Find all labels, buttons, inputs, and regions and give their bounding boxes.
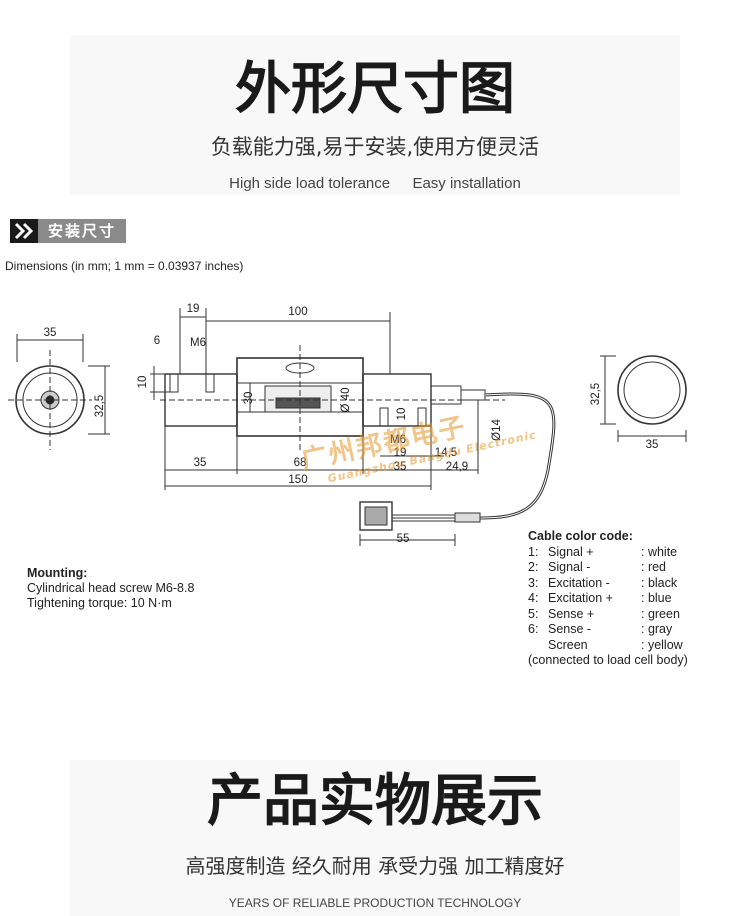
dim-68: 68 bbox=[294, 457, 307, 469]
cable-row: 4: Excitation + : blue bbox=[528, 591, 688, 607]
header-band-bottom bbox=[70, 760, 680, 916]
cable-num: 1: bbox=[528, 544, 539, 559]
dimensions-note: Dimensions (in mm; 1 mm = 0.03937 inches… bbox=[5, 259, 244, 273]
dim-24-9: 24,9 bbox=[446, 461, 468, 473]
mounting-line: Cylindrical head screw M6-8.8 bbox=[27, 581, 195, 595]
mounting-line: Tightening torque: 10 N·m bbox=[27, 596, 172, 610]
page-title: 外形尺寸图 bbox=[235, 57, 515, 122]
label-m6-top: M6 bbox=[190, 337, 206, 349]
cable-color: : gray bbox=[641, 622, 673, 636]
cable-signal: Screen bbox=[548, 637, 588, 652]
dim-14: Ø14 bbox=[491, 419, 503, 441]
cable-color: : white bbox=[641, 544, 678, 559]
dim-6: 6 bbox=[154, 335, 160, 347]
load-cell-side-view bbox=[150, 308, 505, 490]
product-title: 产品实物展示 bbox=[207, 769, 543, 834]
header-band-top bbox=[70, 35, 680, 195]
cable bbox=[359, 392, 556, 546]
section-tag: 安装尺寸 bbox=[10, 219, 127, 243]
cable-signal: Signal - bbox=[548, 560, 591, 574]
cable-signal: Sense - bbox=[548, 622, 592, 636]
mounting-heading: Mounting: bbox=[27, 566, 88, 580]
right-end-view bbox=[600, 355, 687, 442]
dim-150: 150 bbox=[288, 474, 307, 486]
dimension-drawing: 35 32,5 6 M6 10 19 100 30 Ø 40 10 M6 Ø14… bbox=[8, 303, 687, 546]
cable-row: 6: Sense - : gray bbox=[528, 622, 688, 638]
dimension-labels: 35 32,5 6 M6 10 19 100 30 Ø 40 10 M6 Ø14… bbox=[44, 303, 659, 545]
cable-row: Screen : yellow bbox=[528, 638, 688, 654]
dim-35-bottom: 35 bbox=[194, 457, 207, 469]
cable-row: 2: Signal - : red bbox=[528, 560, 688, 576]
dim-32-5-left: 32,5 bbox=[94, 395, 106, 417]
cable-row: 5: Sense + : green bbox=[528, 607, 688, 623]
dim-100: 100 bbox=[288, 306, 307, 318]
cable-color: : red bbox=[641, 560, 667, 574]
cable-row: 1: Signal + : white bbox=[528, 545, 688, 561]
label-m6-bottom: M6 bbox=[390, 434, 406, 446]
product-subtitle: 高强度制造 经久耐用 承受力强 加工精度好 bbox=[185, 854, 565, 878]
dim-14-5: 14,5 bbox=[435, 447, 457, 459]
tagline-right: Easy installation bbox=[412, 175, 521, 192]
cable-color: : black bbox=[641, 575, 678, 590]
cable-signal: Signal + bbox=[548, 544, 594, 559]
dim-35-left: 35 bbox=[44, 327, 57, 339]
english-tagline: High side load tolerance Easy installati… bbox=[0, 174, 750, 194]
left-end-view bbox=[8, 334, 110, 450]
dim-10-right: 10 bbox=[396, 408, 408, 421]
cable-color: : yellow bbox=[641, 637, 683, 652]
cable-note: (connected to load cell body) bbox=[528, 653, 688, 667]
cable-num: 3: bbox=[528, 575, 539, 590]
cable-num: 4: bbox=[528, 591, 539, 605]
product-english-tagline: YEARS OF RELIABLE PRODUCTION TECHNOLOGY bbox=[228, 896, 522, 910]
mounting-info: Mounting: Cylindrical head screw M6-8.8 … bbox=[27, 566, 194, 611]
dim-19-top: 19 bbox=[187, 303, 200, 315]
cable-num: 6: bbox=[528, 622, 539, 636]
cable-num: 2: bbox=[528, 560, 539, 574]
cable-num bbox=[528, 638, 548, 654]
tagline-left: High side load tolerance bbox=[229, 175, 391, 192]
cable-row: 3: Excitation - : black bbox=[528, 576, 688, 592]
dim-32-5-right: 32,5 bbox=[590, 383, 602, 405]
cable-signal: Excitation - bbox=[548, 575, 610, 590]
cable-color: : blue bbox=[641, 591, 672, 605]
dim-40: Ø 40 bbox=[340, 388, 352, 413]
dim-35-right: 35 bbox=[646, 439, 659, 451]
dim-30: 30 bbox=[243, 392, 255, 405]
section-label: 安装尺寸 bbox=[38, 219, 127, 243]
dim-55: 55 bbox=[397, 533, 410, 545]
cable-color-code: Cable color code: 1: Signal + : white 2:… bbox=[528, 529, 688, 669]
dim-19-bottom: 19 bbox=[394, 447, 407, 459]
cable-signal: Excitation + bbox=[548, 591, 613, 605]
cable-signal: Sense + bbox=[548, 606, 595, 621]
cable-color: : green bbox=[641, 606, 680, 621]
double-chevron-right-icon bbox=[10, 219, 38, 243]
dim-10-left: 10 bbox=[137, 376, 149, 389]
cable-heading: Cable color code: bbox=[528, 529, 633, 543]
cable-num: 5: bbox=[528, 606, 539, 621]
page-subtitle: 负载能力强,易于安装,使用方便灵活 bbox=[210, 135, 540, 159]
dim-35-mid: 35 bbox=[394, 461, 407, 473]
